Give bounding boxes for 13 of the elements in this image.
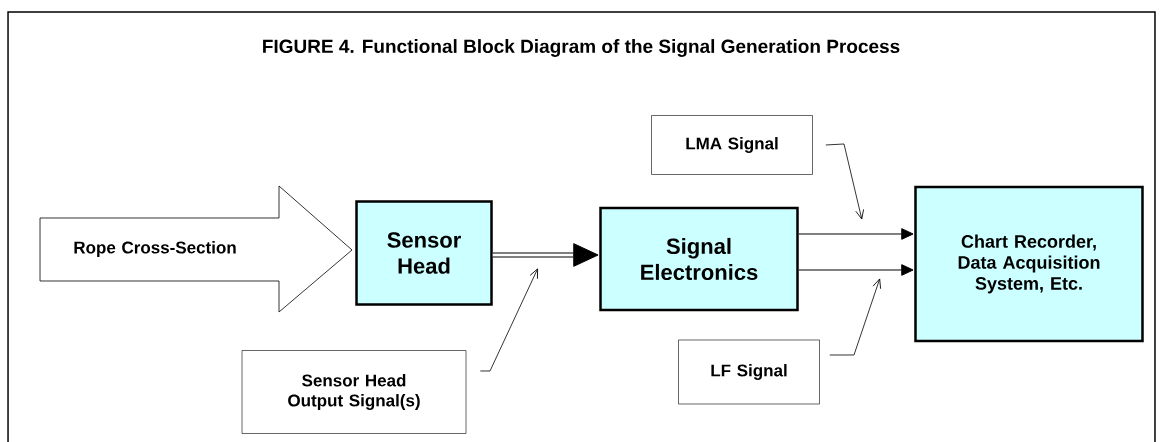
process-box: Signal Electronics bbox=[599, 206, 799, 312]
leader-line bbox=[825, 143, 864, 220]
arrow bbox=[798, 228, 914, 240]
leader-line bbox=[479, 268, 538, 372]
text-box: LF Signal bbox=[678, 339, 820, 405]
arrow bbox=[492, 243, 599, 267]
process-box: Sensor Head bbox=[355, 200, 493, 306]
arrow bbox=[798, 264, 914, 276]
title: FIGURE 4. Functional Block Diagram of the Signal Generation Process bbox=[263, 39, 900, 57]
process-box: Chart Recorder, Data Acquisition System, Etc. bbox=[914, 185, 1144, 343]
leader-line bbox=[829, 278, 881, 356]
text-box: Sensor Head Output Signal(s) bbox=[241, 350, 467, 434]
text-box: LMA Signal bbox=[651, 115, 813, 175]
